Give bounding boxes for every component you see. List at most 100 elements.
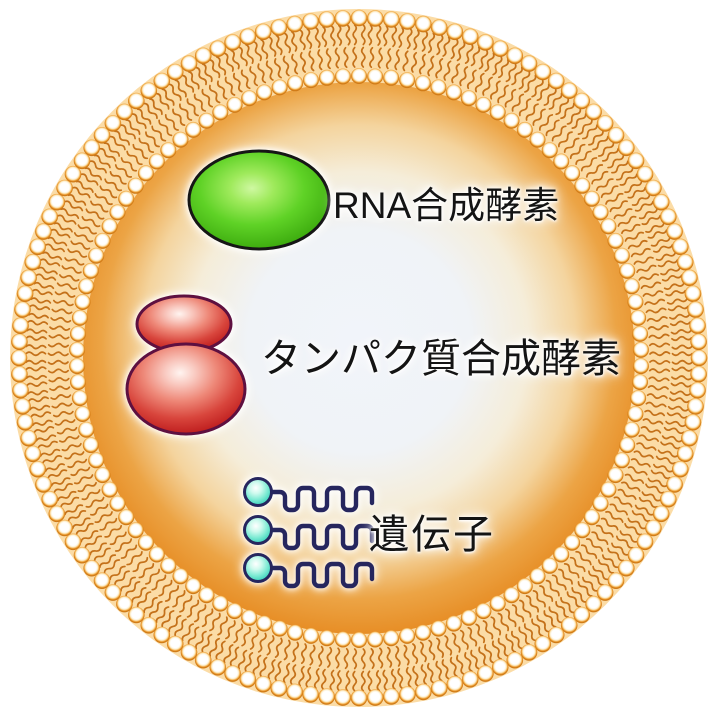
lipid-head [256, 615, 273, 632]
lipid-tail [569, 556, 586, 573]
lipid-head [399, 686, 416, 703]
lipid-tail [640, 281, 662, 290]
lipid-tail [283, 639, 291, 661]
lipid-tail [470, 649, 480, 670]
lipid-head [172, 131, 189, 148]
lipid-tail [27, 312, 49, 319]
lipid-tail [377, 47, 383, 69]
lipid-tail [289, 664, 297, 686]
lipid-tail [71, 186, 91, 199]
lipid-head [529, 131, 546, 148]
lipid-head [209, 659, 227, 676]
lipid-tail [543, 610, 557, 628]
lipid-tail [560, 596, 575, 614]
lipid-tail [555, 600, 570, 618]
lipid-tail [577, 581, 593, 597]
lipid-head [160, 142, 177, 159]
lipid-tail [290, 30, 298, 52]
lipid-tail [131, 587, 147, 603]
lipid-tail [607, 547, 625, 562]
lipid-head [94, 467, 111, 484]
lipid-head [607, 572, 625, 589]
lipid-head [287, 75, 304, 92]
lipid-head [137, 165, 154, 182]
lipid-tail [490, 80, 501, 100]
lipid-head [632, 325, 648, 342]
gene-strand [243, 477, 375, 513]
lipid-tail [215, 640, 226, 660]
lipid-head [547, 626, 565, 644]
lipid-head [64, 533, 82, 551]
lipid-tail [360, 648, 366, 670]
lipid-tail [103, 142, 121, 157]
lipid-tail [257, 63, 267, 84]
lipid-tail [597, 142, 615, 157]
lipid-tail [25, 344, 47, 350]
lipid-tail [428, 639, 436, 661]
lipid-tail [70, 466, 91, 477]
lipid-tail [305, 666, 312, 688]
lipid-tail [630, 247, 651, 258]
lipid-tail [569, 143, 586, 160]
lipid-tail [536, 83, 550, 102]
lipid-tail [402, 50, 409, 72]
lipid-tail [649, 351, 671, 357]
lipid-tail [382, 669, 388, 691]
lipid-tail [588, 130, 604, 146]
lipid-tail [336, 24, 343, 46]
lipid-head [592, 204, 609, 221]
lipid-head [20, 429, 37, 447]
lipid-tail [582, 576, 598, 592]
lipid-tail [367, 24, 373, 46]
lipid-tail [627, 239, 648, 250]
lipid-tail [126, 550, 143, 566]
lipid-head [430, 79, 447, 96]
lipid-head [10, 349, 28, 367]
lipid-head [461, 671, 479, 688]
lipid-tail [232, 72, 243, 93]
lipid-tail [375, 670, 382, 692]
lipid-tail [99, 185, 118, 199]
lipid-tail [161, 610, 175, 628]
lipid-tail [518, 70, 531, 90]
lipid-tail [630, 458, 651, 468]
lipid-head [689, 382, 706, 399]
lipid-head [116, 103, 133, 121]
lipid-tail [657, 259, 679, 268]
lipid-head [383, 11, 400, 28]
lipid-tail [641, 214, 661, 226]
lipid-tail [330, 25, 336, 47]
lipid-tail [306, 28, 313, 50]
lipid-tail [647, 229, 668, 239]
lipid-tail [609, 200, 628, 213]
lipid-tail [641, 491, 661, 502]
lipid-head [302, 627, 319, 644]
lipid-head [645, 519, 662, 537]
lipid-tail [48, 334, 70, 340]
lipid-tail [343, 647, 349, 670]
lipid-head [140, 82, 158, 99]
lipid-tail [642, 290, 664, 297]
lipid-head [185, 121, 202, 138]
lipid-tail [56, 282, 78, 290]
lipid-tail [335, 647, 341, 669]
lipid-tail [666, 412, 688, 419]
lipid-tail [275, 34, 283, 56]
lipid-tail [132, 556, 149, 573]
lipid-tail [224, 76, 236, 96]
lipid-tail [90, 200, 109, 213]
lipid-head [109, 204, 126, 221]
lipid-head [71, 309, 88, 326]
lipid-tail [636, 442, 657, 451]
lipid-head [564, 534, 581, 551]
lipid-head [414, 624, 431, 641]
lipid-tail [181, 623, 194, 642]
lipid-tail [67, 194, 87, 206]
lipid-tail [93, 154, 111, 169]
lipid-tail [585, 538, 604, 552]
lipid-head [460, 90, 477, 107]
lipid-head [73, 152, 91, 170]
lipid-tail [420, 664, 428, 686]
lipid-head [153, 626, 171, 644]
lipid-head [541, 557, 558, 574]
